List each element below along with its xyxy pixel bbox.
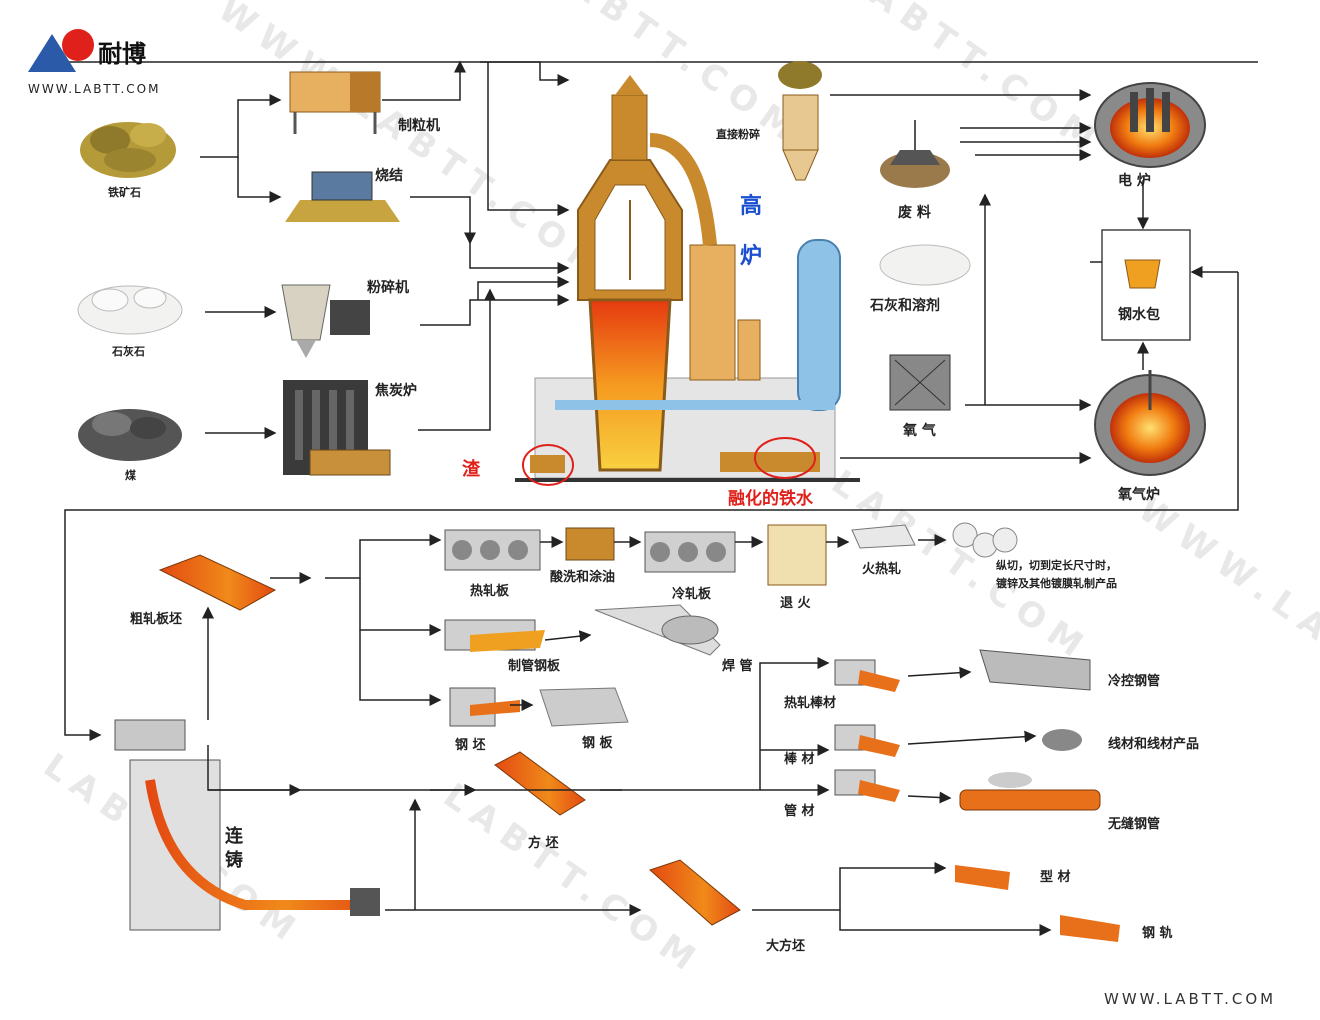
label-coal: 煤 bbox=[125, 469, 136, 482]
square-billet bbox=[494, 751, 586, 816]
label-pelletizer: 制粒机 bbox=[398, 118, 440, 134]
label-bloom: 大方坯 bbox=[766, 939, 806, 954]
billet-mill bbox=[449, 687, 520, 727]
label-slitting-note-1: 纵切，切到定长尺寸时， bbox=[996, 559, 1117, 572]
iron-ore-pile bbox=[80, 122, 176, 178]
label-lime-flux: 石灰和溶剂 bbox=[870, 298, 940, 314]
label-limestone: 石灰石 bbox=[112, 345, 145, 358]
welded-pipe bbox=[594, 604, 721, 656]
label-seamless-pipe: 无缝钢管 bbox=[1108, 817, 1161, 832]
label-hot-rolled-bar: 热轧棒材 bbox=[784, 696, 837, 711]
label-welded-pipe: 焊 管 bbox=[722, 659, 753, 674]
label-oxygen-furnace: 氧气炉 bbox=[1118, 487, 1160, 503]
limestone-pile bbox=[77, 285, 183, 335]
label-steel-plate: 钢 板 bbox=[582, 736, 613, 751]
label-section-steel: 型 材 bbox=[1040, 870, 1071, 885]
crusher-machine bbox=[281, 284, 370, 358]
scrap-magnet bbox=[880, 120, 950, 188]
rail bbox=[1060, 915, 1120, 942]
label-scrap: 废 料 bbox=[898, 205, 931, 221]
rolling-arrows bbox=[202, 534, 1052, 936]
label-slag: 渣 bbox=[462, 459, 480, 480]
brand-logo-mark bbox=[28, 29, 94, 72]
label-coke-oven: 焦炭炉 bbox=[375, 383, 417, 399]
label-molten-iron: 融化的铁水 bbox=[728, 489, 813, 509]
blast-furnace bbox=[515, 75, 860, 486]
label-ladle: 钢水包 bbox=[1118, 307, 1160, 323]
label-pickling: 酸洗和涂油 bbox=[550, 570, 616, 585]
label-crusher: 粉碎机 bbox=[367, 280, 409, 296]
oxygen-plant bbox=[889, 354, 951, 411]
label-rail: 钢 轨 bbox=[1142, 926, 1173, 941]
steelmaking-arrows bbox=[64, 89, 1239, 741]
rough-slab bbox=[158, 554, 277, 611]
label-pipe-plate: 制管钢板 bbox=[508, 659, 561, 674]
brand-url-bottom: WWW.LABTT.COM bbox=[1104, 990, 1277, 1008]
ladle bbox=[1101, 229, 1191, 341]
label-tube: 管 材 bbox=[784, 804, 815, 819]
coils bbox=[952, 522, 1018, 558]
label-oxygen: 氧 气 bbox=[903, 423, 936, 439]
electric-arc-furnace bbox=[1094, 82, 1206, 168]
seamless-pipe bbox=[959, 772, 1101, 811]
label-annealing: 退 火 bbox=[780, 596, 811, 611]
label-hot-rolled-plate: 热轧板 bbox=[470, 584, 510, 599]
hot-rolling-mill bbox=[444, 529, 541, 571]
oxygen-furnace bbox=[1094, 370, 1206, 476]
annealing-furnace bbox=[767, 524, 827, 586]
label-continuous-casting-1: 连 bbox=[225, 826, 243, 847]
label-wire-products: 线材和线材产品 bbox=[1108, 737, 1200, 752]
bloom bbox=[649, 859, 741, 926]
brand-logo-text: 耐博 bbox=[98, 39, 146, 68]
label-iron-ore: 铁矿石 bbox=[108, 186, 141, 199]
label-rough-slab: 粗轧板坯 bbox=[130, 612, 183, 627]
lime-flux-pile bbox=[879, 244, 971, 286]
direct-crush-silo bbox=[778, 61, 822, 181]
bar-mills bbox=[834, 659, 900, 802]
label-direct-crush: 直接粉碎 bbox=[716, 128, 760, 141]
coke-oven bbox=[283, 380, 391, 476]
label-slitting-note-2: 镀锌及其他镀膜轧制产品 bbox=[996, 577, 1117, 590]
cold-drawn-table bbox=[979, 649, 1091, 691]
label-electric-furnace: 电 炉 bbox=[1118, 173, 1151, 189]
label-bar: 棒 材 bbox=[784, 752, 815, 767]
wire-coil bbox=[1042, 729, 1082, 751]
continuous-caster bbox=[114, 719, 380, 931]
label-sintering: 烧结 bbox=[375, 168, 403, 184]
label-cold-rolled-plate: 冷轧板 bbox=[672, 587, 712, 602]
label-continuous-casting-2: 铸 bbox=[225, 850, 243, 871]
label-blast-furnace-2: 炉 bbox=[740, 244, 763, 269]
section-steel bbox=[955, 865, 1010, 890]
pipe-plate-mill bbox=[444, 619, 545, 652]
hot-coil bbox=[851, 524, 916, 549]
label-fire-hot-rolling: 火热轧 bbox=[862, 562, 902, 577]
coal-pile bbox=[78, 409, 182, 461]
raw-material-arrows bbox=[200, 60, 570, 439]
pickling-boxes bbox=[565, 527, 615, 561]
brand-url-top: WWW.LABTT.COM bbox=[28, 82, 161, 96]
steel-plates-stack bbox=[539, 687, 629, 727]
pelletizer-drum bbox=[289, 71, 381, 134]
label-cold-drawn-steel: 冷控钢管 bbox=[1108, 674, 1161, 689]
label-blast-furnace-1: 高 bbox=[740, 194, 763, 219]
label-square-billet: 方 坯 bbox=[528, 836, 559, 851]
label-billet: 钢 坯 bbox=[455, 738, 486, 753]
cold-rolling-mill bbox=[644, 531, 736, 573]
sintering-machine bbox=[285, 171, 400, 222]
